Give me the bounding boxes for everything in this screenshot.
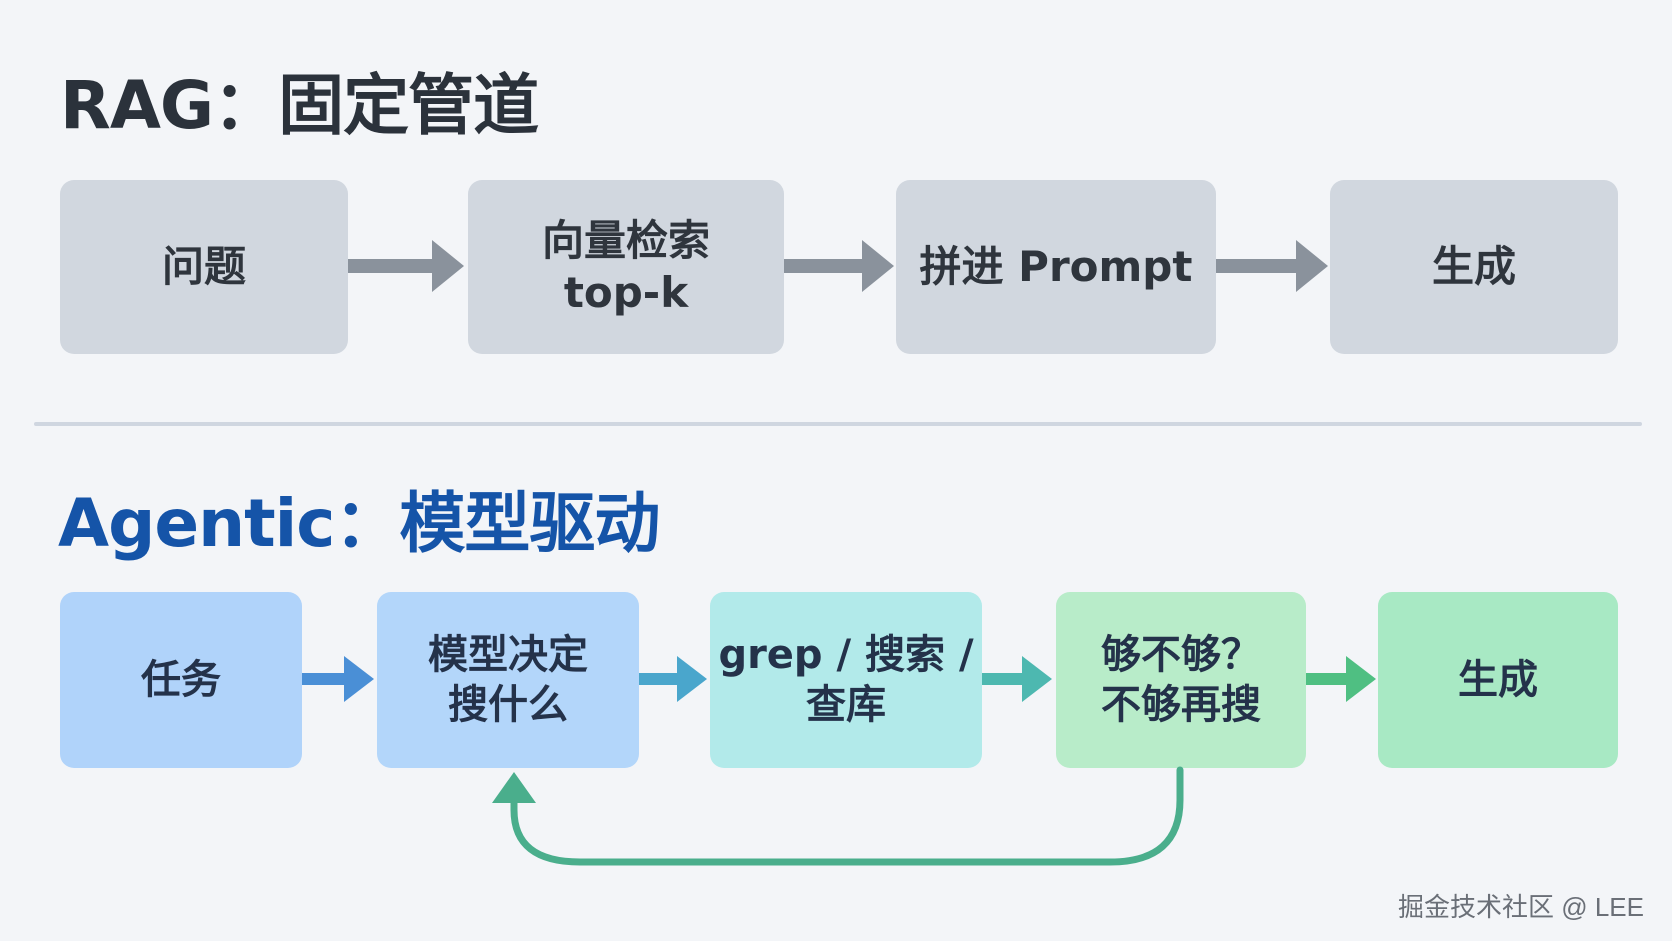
agentic-arrow-1	[302, 656, 374, 702]
section-divider	[34, 422, 1642, 426]
rag-step-generate: 生成	[1330, 180, 1618, 354]
agentic-step-model-decide-line2: 搜什么	[448, 682, 568, 728]
loop-back-arrowhead	[492, 772, 536, 803]
agentic-step-task-label: 任务	[141, 657, 221, 703]
rag-step-generate-label: 生成	[1431, 241, 1516, 291]
rag-arrow-1	[348, 240, 464, 292]
agentic-title: Agentic：模型驱动	[58, 485, 660, 562]
rag-arrow-2	[784, 240, 894, 292]
watermark: 掘金技术社区 @ LEE	[1398, 892, 1644, 922]
rag-step-prompt-label: 拼进 Prompt	[919, 241, 1193, 291]
agentic-step-enough-check-line2: 不够再搜	[1101, 682, 1261, 728]
agentic-step-search-tools: grep / 搜索 / 查库	[710, 592, 982, 768]
agentic-step-task: 任务	[60, 592, 302, 768]
agentic-step-model-decide: 模型决定 搜什么	[377, 592, 639, 768]
agentic-step-search-tools-line1: grep / 搜索 /	[718, 632, 974, 678]
agentic-arrow-2	[639, 656, 707, 702]
agentic-step-model-decide-line1: 模型决定	[428, 632, 588, 678]
loop-back-arrow	[510, 766, 1184, 866]
agentic-arrow-3	[982, 656, 1052, 702]
agentic-step-enough-check-line1: 够不够？	[1101, 632, 1261, 678]
agentic-step-enough-check: 够不够？ 不够再搜	[1056, 592, 1306, 768]
rag-step-vector-search-sublabel: top-k	[563, 268, 689, 317]
rag-step-question: 问题	[60, 180, 348, 354]
rag-title: RAG：固定管道	[60, 67, 539, 144]
rag-step-vector-search-label: 向量检索	[541, 215, 710, 265]
rag-arrow-3	[1216, 240, 1328, 292]
agentic-step-generate: 生成	[1378, 592, 1618, 768]
agentic-step-generate-label: 生成	[1458, 657, 1538, 703]
rag-step-vector-search: 向量检索 top-k	[468, 180, 784, 354]
rag-step-prompt: 拼进 Prompt	[896, 180, 1216, 354]
rag-step-question-label: 问题	[161, 241, 246, 291]
agentic-step-search-tools-line2: 查库	[806, 682, 886, 728]
agentic-arrow-4	[1306, 656, 1376, 702]
